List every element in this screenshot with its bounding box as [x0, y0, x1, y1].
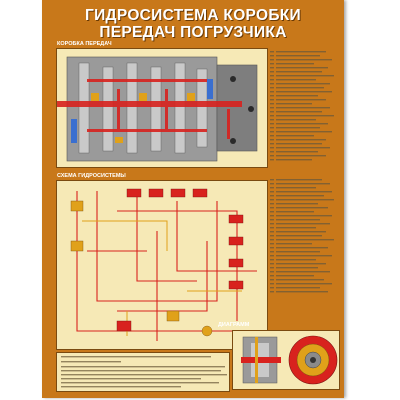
hydro-panel	[56, 180, 268, 350]
title-line-1: ГИДРОСИСТЕМА КОРОБКИ	[85, 7, 301, 24]
hydraulic-scheme-drawing	[70, 188, 257, 341]
poster-title: ГИДРОСИСТЕМА КОРОБКИ ПЕРЕДАЧ ПОГРУЗЧИКА	[42, 7, 344, 41]
hydro-legend-lines	[270, 179, 334, 293]
title-line-2: ПЕРЕДАЧ ПОГРУЗЧИКА	[99, 24, 287, 41]
hydro-legend	[270, 178, 336, 298]
gearbox-legend-lines	[270, 51, 334, 161]
poster: ГИДРОСИСТЕМА КОРОБКИ ПЕРЕДАЧ ПОГРУЗЧИКА …	[42, 0, 344, 398]
gearbox-cutaway-drawing	[57, 56, 258, 162]
clutch-section-view	[241, 336, 281, 384]
clutch-drawing	[241, 335, 338, 385]
clutch-panel	[232, 330, 340, 390]
notes-lines	[61, 356, 227, 388]
notes-panel	[56, 352, 230, 392]
gearbox-panel	[56, 48, 268, 168]
clutch-front-view	[288, 335, 338, 385]
gearbox-section-label: КОРОБКА ПЕРЕДАЧ	[57, 41, 112, 47]
clutch-section-label: ДИАГРАММ	[218, 322, 250, 328]
hydro-section-label: СХЕМА ГИДРОСИСТЕМЫ	[57, 173, 126, 179]
gearbox-legend	[270, 50, 336, 166]
